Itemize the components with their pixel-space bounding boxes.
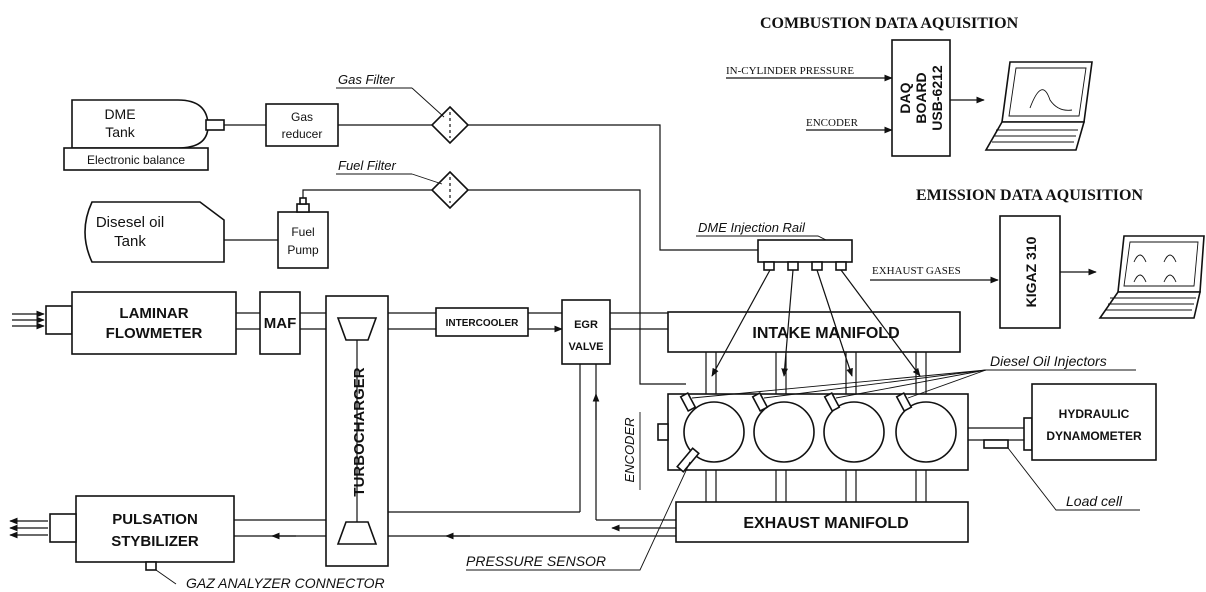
diesel-tank-label-2: Tank — [114, 233, 146, 250]
dyno-label-1: HYDRAULIC — [1059, 407, 1130, 421]
injector-leaders — [691, 369, 1136, 399]
maf-label: MAF — [264, 315, 297, 332]
pulsation-label-2: STYBILIZER — [111, 533, 199, 550]
pressure-sensor-label: PRESSURE SENSOR — [466, 553, 606, 569]
inlet-arrows — [12, 310, 45, 330]
gas-filter-label: Gas Filter — [338, 72, 395, 87]
laptop-icon-2 — [1098, 235, 1205, 319]
pulsation-stabilizer: PULSATION STYBILIZER — [75, 495, 235, 571]
gas-filter-icon — [430, 105, 470, 145]
egr-label-1: EGR — [574, 319, 598, 331]
encoder-signal-label: ENCODER — [806, 117, 859, 129]
dme-tank: DME Tank — [71, 99, 225, 149]
engine-block — [667, 391, 969, 473]
cylinder-3 — [823, 401, 885, 463]
turbocharger-label: TURBOCHARGER — [351, 367, 368, 496]
daq-label-1: DAQ — [897, 82, 913, 113]
dme-tank-label-1: DME — [104, 106, 135, 122]
dme-injection-rail — [757, 239, 853, 271]
dme-rail-label: DME Injection Rail — [698, 220, 806, 235]
dme-feed-arrows — [711, 269, 921, 377]
exhaust-manifold-label: EXHAUST MANIFOLD — [743, 515, 908, 532]
outlet-arrows — [9, 517, 48, 539]
encoder-side-label: ENCODER — [622, 417, 637, 482]
dme-tank-label-2: Tank — [105, 124, 136, 140]
exhaust-manifold: EXHAUST MANIFOLD — [675, 501, 969, 543]
encoder — [657, 423, 669, 441]
fuel-filter-label: Fuel Filter — [338, 158, 396, 173]
cylinder-2 — [753, 401, 815, 463]
exhaust-runners — [705, 470, 927, 502]
fuel-pump-label-1: Fuel — [291, 225, 314, 239]
laminar-flowmeter: LAMINAR FLOWMETER — [71, 291, 237, 355]
intercooler-label: INTERCOOLER — [446, 318, 520, 329]
emission-heading: EMISSION DATA AQUISITION — [916, 187, 1143, 204]
load-cell-label: Load cell — [1066, 493, 1123, 509]
daq-label-3: USB-6212 — [929, 65, 945, 131]
kigaz-analyzer: KIGAZ 310 — [999, 215, 1061, 329]
intercooler: INTERCOOLER — [435, 307, 529, 337]
daq-label-2: BOARD — [913, 72, 929, 123]
exhaust-gases-label: EXHAUST GASES — [872, 265, 961, 277]
dyno-label-2: DYNAMOMETER — [1046, 429, 1142, 443]
laminar-label-1: LAMINAR — [119, 305, 188, 322]
diesel-oil-tank: Disesel oil Tank — [84, 201, 225, 263]
diesel-tank-label-1: Disesel oil — [96, 214, 164, 231]
fuel-pump-label-2: Pump — [287, 243, 319, 257]
load-cell — [983, 439, 1009, 449]
diesel-injectors-label: Diesel Oil Injectors — [990, 353, 1107, 369]
intake-manifold: INTAKE MANIFOLD — [667, 311, 961, 353]
electronic-balance: Electronic balance — [63, 147, 209, 171]
kigaz-label: KIGAZ 310 — [1023, 236, 1039, 307]
laptop-icon — [984, 61, 1093, 151]
turbocharger: TURBOCHARGER — [325, 295, 389, 567]
gas-reducer-label-2: reducer — [282, 127, 323, 141]
cylinder-1 — [683, 401, 745, 463]
egr-label-2: VALVE — [568, 341, 603, 353]
fuel-pump: Fuel Pump — [277, 197, 329, 269]
electronic-balance-label: Electronic balance — [87, 153, 185, 167]
combustion-heading: COMBUSTION DATA AQUISITION — [760, 15, 1019, 32]
gas-reducer: Gas reducer — [265, 103, 339, 147]
pulsation-label-1: PULSATION — [112, 511, 198, 528]
daq-board: DAQ BOARD USB-6212 — [891, 39, 951, 157]
hydraulic-dynamometer: HYDRAULIC DYNAMOMETER — [1031, 383, 1157, 461]
intake-manifold-label: INTAKE MANIFOLD — [752, 325, 899, 342]
in-cylinder-label: IN-CYLINDER PRESSURE — [726, 65, 854, 77]
diesel-injectors — [679, 391, 913, 413]
cylinder-4 — [895, 401, 957, 463]
gaz-connector-label: GAZ ANALYZER CONNECTOR — [186, 575, 385, 591]
fuel-filter-icon — [430, 170, 470, 210]
laminar-label-2: FLOWMETER — [106, 325, 203, 342]
gas-reducer-label-1: Gas — [291, 110, 313, 124]
egr-valve: EGR VALVE — [561, 299, 611, 365]
maf-sensor: MAF — [259, 291, 301, 355]
pressure-sensor — [676, 447, 700, 473]
